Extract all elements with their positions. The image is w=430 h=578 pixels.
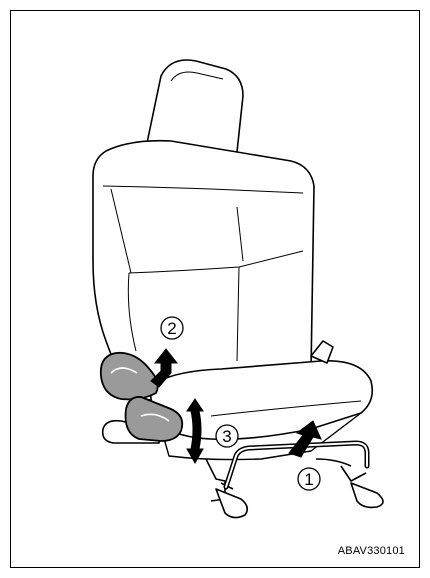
svg-text:1: 1 (304, 470, 313, 489)
figure-code: ABAV330101 (338, 545, 405, 557)
seat-diagram: 2 3 1 (11, 11, 421, 569)
callout-3: 3 (216, 425, 238, 447)
svg-text:2: 2 (167, 319, 176, 338)
callout-1: 1 (298, 468, 320, 490)
svg-text:3: 3 (222, 427, 231, 446)
callout-2: 2 (161, 317, 183, 339)
illustration-frame: 2 3 1 ABAV330101 (10, 10, 420, 568)
